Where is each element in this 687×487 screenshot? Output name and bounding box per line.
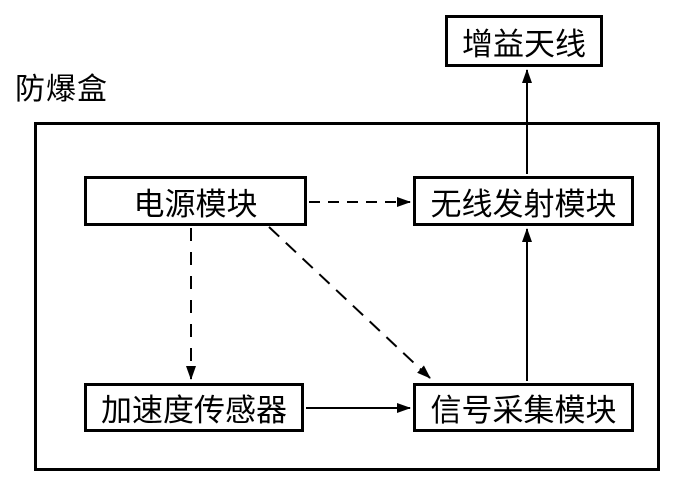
node-gain-antenna-label: 增益天线 bbox=[462, 26, 586, 62]
node-wireless-transmit-module-label: 无线发射模块 bbox=[430, 186, 617, 222]
enclosure-label: 防爆盒 bbox=[15, 73, 108, 106]
node-power-module-label: 电源模块 bbox=[133, 186, 258, 222]
node-signal-acquisition-module-label: 信号采集模块 bbox=[430, 393, 617, 428]
node-power-module: 电源模块 bbox=[84, 176, 307, 226]
node-gain-antenna: 增益天线 bbox=[445, 15, 603, 67]
node-signal-acquisition-module: 信号采集模块 bbox=[413, 383, 634, 432]
node-acceleration-sensor-label: 加速度传感器 bbox=[101, 393, 287, 428]
edge-power-to-signal-dashed-arrow bbox=[268, 226, 431, 379]
enclosure-box bbox=[34, 122, 660, 471]
node-acceleration-sensor: 加速度传感器 bbox=[84, 383, 304, 432]
node-wireless-transmit-module: 无线发射模块 bbox=[413, 176, 634, 226]
